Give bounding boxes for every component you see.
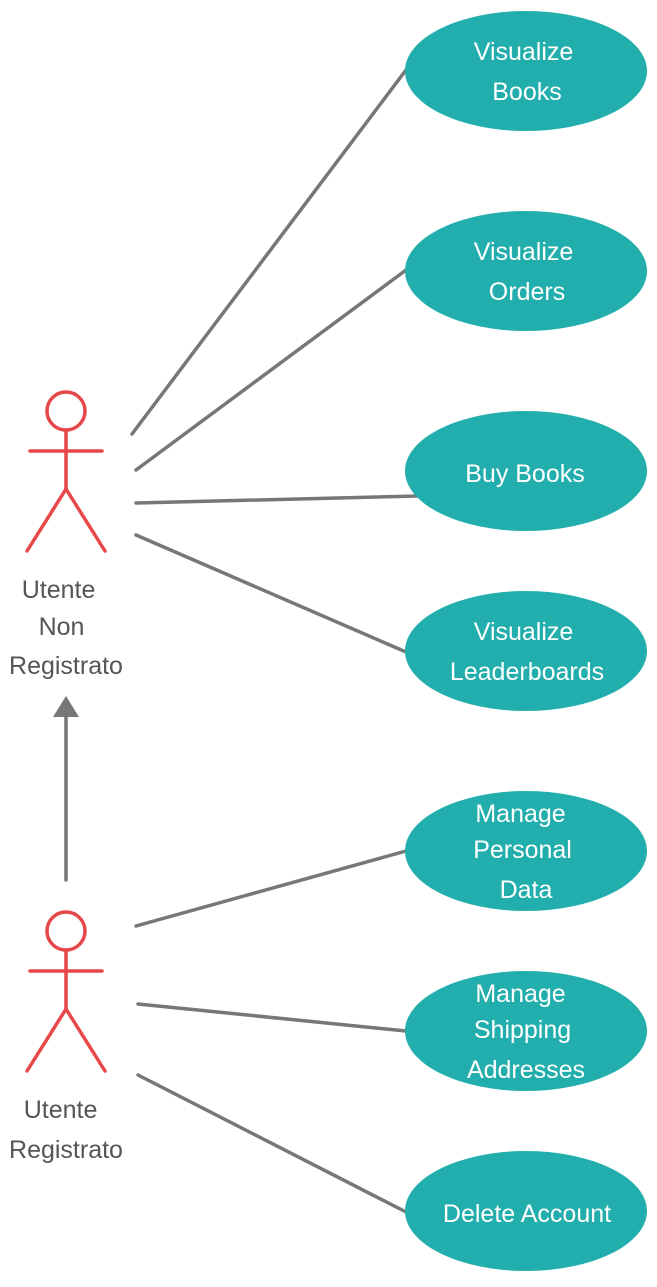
use-case-label-line: Buy Books <box>465 460 585 488</box>
use-case-visualize-leaderboards[interactable]: Visualize Leaderboards <box>405 591 647 711</box>
actor-utente-registrato[interactable]: Utente Registrato <box>9 910 123 1164</box>
use-case-ellipse <box>405 211 647 331</box>
use-case-label: Manage Shipping Addresses <box>467 980 585 1084</box>
actor-label: Utente Non Registrato <box>9 576 123 680</box>
use-case-label-line: Delete Account <box>443 1200 611 1228</box>
association-line-manage-shipping-addresses <box>136 1002 408 1033</box>
association-lines <box>130 68 420 1214</box>
actor-label-line: Non <box>39 613 85 641</box>
actor-label-line: Utente <box>24 1096 98 1124</box>
use-case-label-line: Orders <box>489 278 565 306</box>
use-case-ellipse <box>405 1151 647 1271</box>
association-line-buy-books <box>134 494 420 505</box>
actor-label-line: Registrato <box>9 652 123 680</box>
use-case-manage-personal-data[interactable]: Manage Personal Data <box>405 791 647 911</box>
use-case-label-line: Data <box>500 876 553 904</box>
actor-label-line: Registrato <box>9 1136 123 1164</box>
use-case-label-line: Visualize <box>474 38 574 66</box>
use-case-label: Manage Personal Data <box>473 800 579 904</box>
association-line-manage-personal-data <box>134 849 408 928</box>
use-case-delete-account[interactable]: Delete Account <box>405 1151 647 1271</box>
use-case-ellipse <box>405 11 647 131</box>
use-case-label: Visualize Leaderboards <box>450 618 604 686</box>
use-case-buy-books[interactable]: Buy Books <box>405 411 647 531</box>
use-case-ellipse <box>405 971 647 1091</box>
use-case-label-line: Leaderboards <box>450 658 604 686</box>
use-case-label-line: Shipping <box>474 1016 571 1044</box>
use-case-label-line: Personal <box>473 836 572 864</box>
use-case-label-line: Addresses <box>467 1056 585 1084</box>
association-line-visualize-books <box>130 68 408 436</box>
use-case-label: Visualize Books <box>474 38 581 106</box>
use-case-label-line: Manage <box>475 800 565 828</box>
use-case-label: Delete Account <box>443 1200 611 1228</box>
use-case-ellipse <box>405 791 647 911</box>
use-case-ellipse <box>405 411 647 531</box>
use-case-label-line: Visualize <box>474 238 574 266</box>
generalization-arrow <box>53 696 79 882</box>
association-line-visualize-orders <box>134 268 408 472</box>
use-case-ellipse <box>405 591 647 711</box>
actor-label-line: Utente <box>22 576 96 604</box>
actor-label: Utente Registrato <box>9 1096 123 1164</box>
use-case-label-line: Visualize <box>474 618 574 646</box>
use-case-label: Buy Books <box>465 460 585 488</box>
use-case-visualize-orders[interactable]: Visualize Orders <box>405 211 647 331</box>
generalization-arrowhead <box>53 696 79 717</box>
use-case-manage-shipping-addresses[interactable]: Manage Shipping Addresses <box>405 971 647 1091</box>
use-case-label-line: Books <box>492 78 561 106</box>
use-case-label: Visualize Orders <box>474 238 581 306</box>
actor-utente-non-registrato[interactable]: Utente Non Registrato <box>9 390 123 680</box>
use-case-label-line: Manage <box>475 980 565 1008</box>
actor-stick-figure-icon <box>25 910 107 1073</box>
association-line-delete-account <box>136 1073 408 1214</box>
use-case-visualize-books[interactable]: Visualize Books <box>405 11 647 131</box>
association-line-visualize-leaderboards <box>134 533 408 654</box>
actor-stick-figure-icon <box>25 390 107 553</box>
